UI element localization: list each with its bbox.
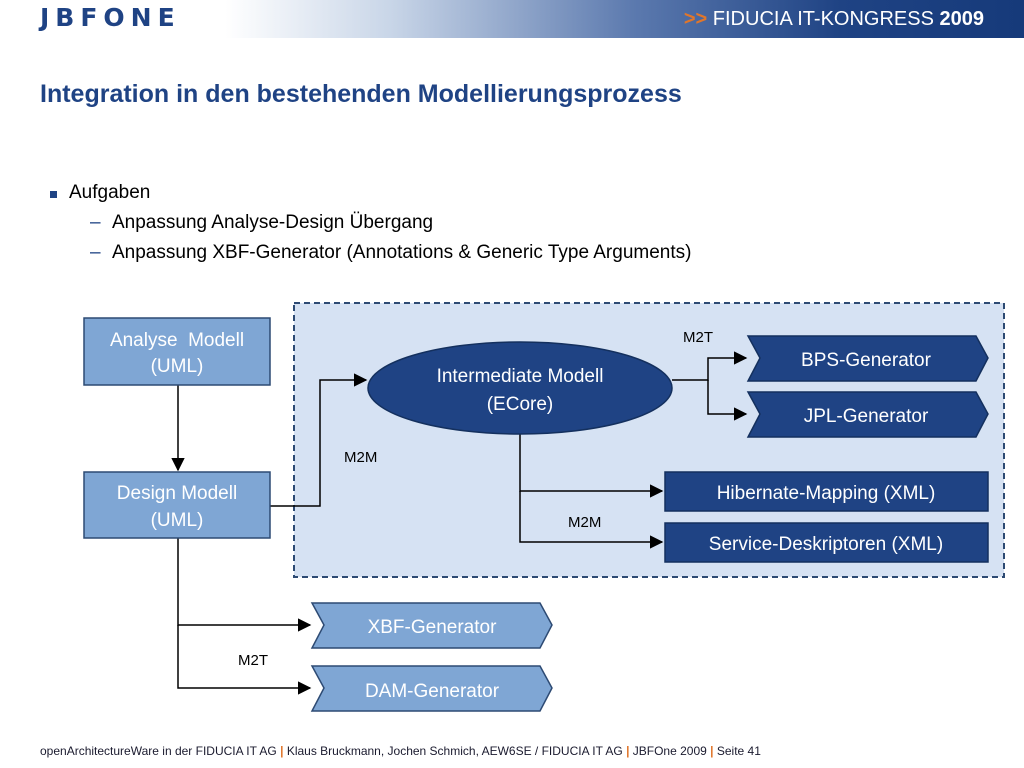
design-to-dam-arrow — [177, 625, 312, 695]
dash-icon: – — [90, 242, 101, 263]
design-model-line1: Design Modell — [117, 483, 237, 504]
design-to-xbf-arrow — [177, 538, 312, 632]
hibernate-mapping-box: Hibernate-Mapping (XML) — [664, 471, 989, 512]
dash-icon: – — [90, 212, 101, 233]
bps-generator-label: BPS-Generator — [801, 350, 932, 371]
footer-separator: | — [626, 744, 630, 758]
congress-year: 2009 — [939, 8, 985, 30]
dam-generator-body — [310, 665, 553, 712]
intermediate-model-line1: Intermediate Modell — [437, 366, 604, 387]
slide-title: Integration in den bestehenden Modellier… — [40, 80, 682, 108]
congress-arrows: >> — [683, 8, 708, 30]
footer-event: JBFOne 2009 — [632, 744, 707, 758]
design-model-line2: (UML) — [151, 510, 204, 531]
connectors — [171, 351, 748, 695]
footer-authors: Klaus Bruckmann, Jochen Schmich, AEW6SE … — [286, 744, 623, 758]
analyse-model-line1: Analyse Modell — [110, 330, 244, 351]
intermediate-to-bps-arrow — [672, 351, 748, 381]
intermediate-model-ellipse: Intermediate Modell (ECore) — [367, 341, 673, 435]
jbfone-logo: JBFONE — [40, 3, 181, 32]
analyse-model-line2: (UML) — [151, 356, 204, 377]
square-bullet-icon — [50, 190, 57, 198]
analyse-model-shape — [83, 317, 271, 386]
footer-separator: | — [280, 744, 284, 758]
m2m-left-label: M2M — [344, 449, 377, 466]
jpl-generator-shape: JPL-Generator — [746, 391, 989, 438]
congress-name: FIDUCIA IT-KONGRESS — [712, 8, 934, 30]
footer-page: Seite 41 — [716, 744, 761, 758]
sub-bullet-2: – Anpassung XBF-Generator (Annotations &… — [90, 242, 691, 264]
hibernate-mapping-label: Hibernate-Mapping (XML) — [717, 483, 936, 504]
m2t-bottom-label: M2T — [238, 652, 268, 669]
intermediate-to-jpl-arrow — [707, 380, 748, 421]
intermediate-to-service-arrow — [519, 491, 664, 549]
xbf-generator-shape: XBF-Generator — [310, 602, 553, 649]
service-deskriptoren-label: Service-Deskriptoren (XML) — [709, 534, 943, 555]
bps-generator-shape: BPS-Generator — [746, 335, 989, 382]
congress-banner: >> FIDUCIA IT-KONGRESS 2009 — [684, 8, 984, 31]
xbf-generator-label: XBF-Generator — [368, 617, 497, 638]
m2t-top-label: M2T — [683, 329, 713, 346]
header-band — [0, 0, 1024, 38]
bullet-label: Aufgaben — [69, 182, 151, 203]
dam-generator-shape: DAM-Generator — [310, 665, 553, 712]
service-deskriptoren-box: Service-Deskriptoren (XML) — [664, 522, 989, 563]
bullet-item-aufgaben: Aufgaben — [50, 182, 691, 204]
sub-bullet-label: Anpassung Analyse-Design Übergang — [112, 212, 434, 233]
footer-separator: | — [710, 744, 714, 758]
intermediate-model-line2: (ECore) — [487, 394, 554, 415]
intermediate-model-shape — [367, 341, 673, 435]
design-model-shape — [83, 471, 271, 539]
m2m-bottom-label: M2M — [568, 514, 601, 531]
jpl-generator-label: JPL-Generator — [804, 406, 929, 427]
hibernate-mapping-shape — [664, 471, 989, 512]
design-model-box: Design Modell (UML) — [83, 471, 271, 539]
sub-bullet-label: Anpassung XBF-Generator (Annotations & G… — [112, 242, 692, 263]
dam-generator-label: DAM-Generator — [365, 681, 500, 702]
jpl-generator-body — [746, 391, 989, 438]
xbf-generator-body — [310, 602, 553, 649]
footer: openArchitectureWare in der FIDUCIA IT A… — [40, 744, 761, 758]
footer-presentation: openArchitectureWare in der FIDUCIA IT A… — [40, 744, 277, 758]
bps-generator-body — [746, 335, 989, 382]
sub-bullet-1: – Anpassung Analyse-Design Übergang — [90, 212, 691, 234]
service-deskriptoren-shape — [664, 522, 989, 563]
bullet-list: Aufgaben – Anpassung Analyse-Design Über… — [50, 182, 691, 272]
analyse-model-box: Analyse Modell (UML) — [83, 317, 271, 386]
design-to-intermediate-arrow — [270, 373, 368, 507]
